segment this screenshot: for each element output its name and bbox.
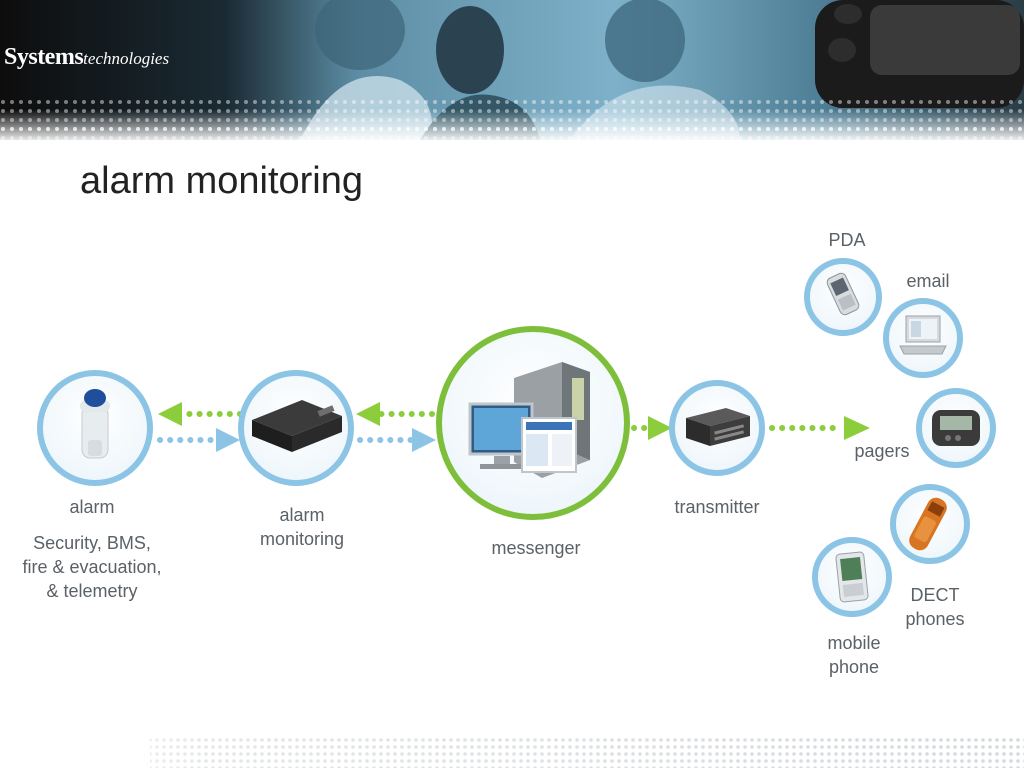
connector-transmitter-to-devices [769, 416, 870, 440]
pda-icon [826, 272, 860, 316]
label-alarm-monitoring: alarm monitoring [259, 505, 345, 549]
pager-icon [932, 410, 980, 446]
mobile-phone-icon [835, 551, 869, 603]
label-alarm-description: Security, BMS, fire & evacuation, & tele… [22, 533, 162, 601]
laptop-icon [899, 315, 947, 355]
label-pda: PDA [828, 230, 866, 250]
node-pagers [916, 388, 996, 468]
connector-monitoring-to-alarm [158, 402, 243, 426]
node-alarm-monitoring [238, 370, 354, 486]
node-email [883, 298, 963, 378]
monitoring-box-icon [252, 400, 342, 452]
brand-logo: Systemstechnologies [4, 44, 169, 71]
label-dect-phones: DECT phones [905, 585, 965, 629]
dect-phone-icon [909, 497, 947, 551]
transmitter-device-icon [686, 408, 750, 446]
label-email: email [906, 271, 950, 291]
header-banner: Systemstechnologies [0, 0, 1024, 140]
connector-messenger-to-monitoring [356, 402, 435, 426]
label-pagers: pagers [854, 441, 910, 461]
label-transmitter: transmitter [674, 497, 760, 517]
node-mobile-phone [812, 537, 892, 617]
connector-alarm-to-monitoring [157, 428, 240, 452]
label-mobile-phone: mobile phone [827, 633, 881, 677]
footer-dot-strip [0, 716, 1024, 768]
brand-main-text: Systems [4, 44, 84, 70]
label-alarm: alarm [69, 497, 115, 517]
node-pda [804, 258, 882, 336]
connector-messenger-to-transmitter [631, 416, 672, 440]
label-messenger: messenger [491, 538, 581, 558]
banner-photo [0, 0, 1024, 140]
node-dect-phones [890, 484, 970, 564]
node-transmitter [669, 380, 765, 476]
node-messenger [436, 326, 630, 520]
server-monitor-icon [468, 362, 590, 478]
brand-sub-text: technologies [83, 49, 170, 68]
alarm-sensor-icon [80, 389, 110, 459]
slide-title: alarm monitoring [80, 160, 363, 202]
node-alarm [37, 370, 153, 486]
connector-monitoring-to-messenger [357, 428, 436, 452]
